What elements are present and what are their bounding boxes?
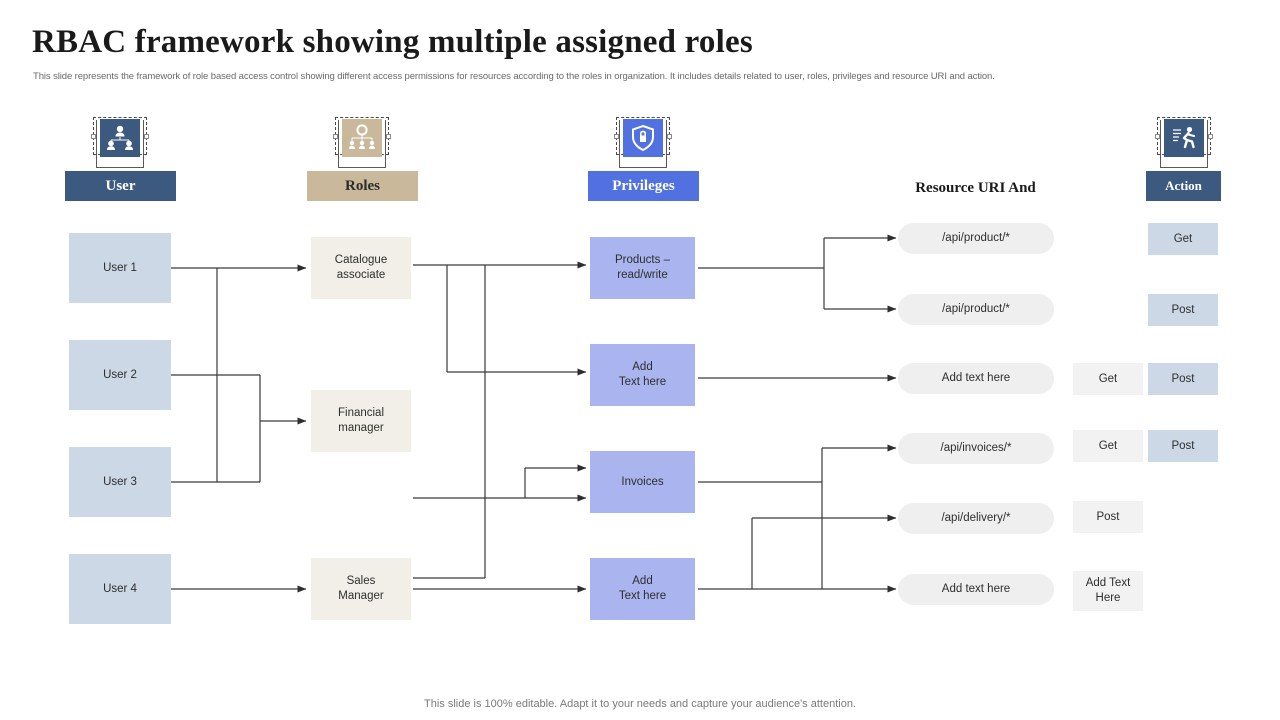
user-node[interactable]: User 2	[69, 340, 171, 410]
action-header-icon-group	[1155, 117, 1213, 169]
privilege-node-label-line1: Invoices	[621, 475, 664, 488]
column-header-privileges: Privileges	[588, 171, 699, 201]
column-header-user-label: User	[105, 177, 136, 194]
selection-handle-right[interactable]	[667, 134, 672, 139]
selection-handle-left[interactable]	[333, 134, 338, 139]
column-header-roles-label: Roles	[345, 177, 380, 194]
resource-node[interactable]: /api/product/*	[898, 294, 1054, 325]
roles-header-icon-group	[333, 117, 391, 169]
role-node-label-line2: Manager	[338, 590, 384, 602]
action-node-left[interactable]: Get	[1073, 363, 1143, 395]
privilege-node[interactable]: Add Text here	[590, 558, 695, 620]
role-node[interactable]: Sales Manager	[311, 558, 411, 620]
action-node-left-label: Add Text Here	[1085, 577, 1131, 604]
selection-handle-right[interactable]	[144, 134, 149, 139]
selection-handle-left[interactable]	[1155, 134, 1160, 139]
user-node-label: User 2	[103, 368, 137, 381]
action-node-right-label: Post	[1171, 372, 1195, 385]
action-node-left-label: Post	[1096, 510, 1120, 523]
role-node-label-line2: manager	[338, 422, 384, 434]
resource-node-label: /api/product/*	[942, 232, 1010, 244]
action-node-right-label: Post	[1171, 303, 1195, 316]
privilege-node-label-line1: Add	[632, 575, 653, 587]
action-node-left[interactable]: Add Text Here	[1073, 571, 1143, 611]
gear-people-icon	[342, 119, 382, 157]
column-header-resource: Resource URI And	[877, 173, 1074, 203]
icon-frame	[1160, 120, 1208, 168]
resource-node[interactable]: /api/delivery/*	[898, 503, 1054, 534]
column-header-roles: Roles	[307, 171, 418, 201]
resource-node-label: Add text here	[941, 583, 1011, 595]
resource-node-label: /api/product/*	[942, 303, 1010, 315]
action-node-right[interactable]: Get	[1148, 223, 1218, 255]
icon-frame	[96, 120, 144, 168]
resource-node-label: Add text here	[941, 372, 1011, 384]
resource-node-label: /api/invoices/*	[940, 442, 1012, 454]
user-node-label: User 4	[103, 582, 137, 595]
page-title: RBAC framework showing multiple assigned…	[32, 24, 753, 60]
user-node[interactable]: User 1	[69, 233, 171, 303]
action-node-right[interactable]: Post	[1148, 294, 1218, 326]
slide-footer: This slide is 100% editable. Adapt it to…	[424, 698, 856, 710]
users-hierarchy-icon	[100, 119, 140, 157]
role-node-label-line1: Financial	[337, 407, 385, 419]
action-node-left-label: Get	[1098, 372, 1118, 385]
role-node-label-line1: Sales	[346, 575, 376, 587]
privilege-node-label-line1: Products –	[615, 254, 670, 266]
action-node-right-label: Post	[1171, 439, 1195, 452]
action-node-right[interactable]: Post	[1148, 430, 1218, 462]
user-node-label: User 3	[103, 475, 137, 488]
action-node-right-label: Get	[1173, 232, 1193, 245]
column-header-action: Action	[1146, 171, 1221, 201]
privileges-header-icon-group	[614, 117, 672, 169]
page-subtitle: This slide represents the framework of r…	[33, 71, 995, 82]
resource-node[interactable]: /api/invoices/*	[898, 433, 1054, 464]
action-node-left[interactable]: Post	[1073, 501, 1143, 533]
resource-node-label: /api/delivery/*	[941, 512, 1011, 524]
role-node[interactable]: Catalogue associate	[311, 237, 411, 299]
privilege-node[interactable]: Add Text here	[590, 344, 695, 406]
role-node[interactable]: Financial manager	[311, 390, 411, 452]
selection-handle-right[interactable]	[386, 134, 391, 139]
privilege-node[interactable]: Products – read/write	[590, 237, 695, 299]
action-node-left-label: Get	[1098, 439, 1118, 452]
action-node-left[interactable]: Get	[1073, 430, 1143, 462]
privilege-node[interactable]: Invoices	[590, 451, 695, 513]
icon-frame	[619, 120, 667, 168]
privilege-node-label-line1: Add	[632, 361, 653, 373]
running-person-icon	[1164, 119, 1204, 157]
column-header-action-label: Action	[1165, 178, 1202, 193]
shield-lock-icon	[623, 119, 663, 157]
icon-frame	[338, 120, 386, 168]
column-header-resource-label: Resource URI And	[915, 179, 1036, 196]
role-node-label-line2: associate	[336, 269, 386, 281]
column-header-privileges-label: Privileges	[612, 177, 675, 194]
resource-node[interactable]: Add text here	[898, 574, 1054, 605]
role-node-label-line1: Catalogue	[334, 254, 388, 266]
privilege-node-label-line2: Text here	[618, 376, 667, 388]
privilege-node-label-line2: read/write	[617, 269, 668, 281]
user-node-label: User 1	[103, 261, 137, 274]
selection-handle-left[interactable]	[91, 134, 96, 139]
resource-node[interactable]: /api/product/*	[898, 223, 1054, 254]
user-header-icon-group	[91, 117, 149, 169]
user-node[interactable]: User 4	[69, 554, 171, 624]
resource-node[interactable]: Add text here	[898, 363, 1054, 394]
user-node[interactable]: User 3	[69, 447, 171, 517]
column-header-user: User	[65, 171, 176, 201]
action-node-right[interactable]: Post	[1148, 363, 1218, 395]
selection-handle-left[interactable]	[614, 134, 619, 139]
selection-handle-right[interactable]	[1208, 134, 1213, 139]
privilege-node-label-line2: Text here	[618, 590, 667, 602]
